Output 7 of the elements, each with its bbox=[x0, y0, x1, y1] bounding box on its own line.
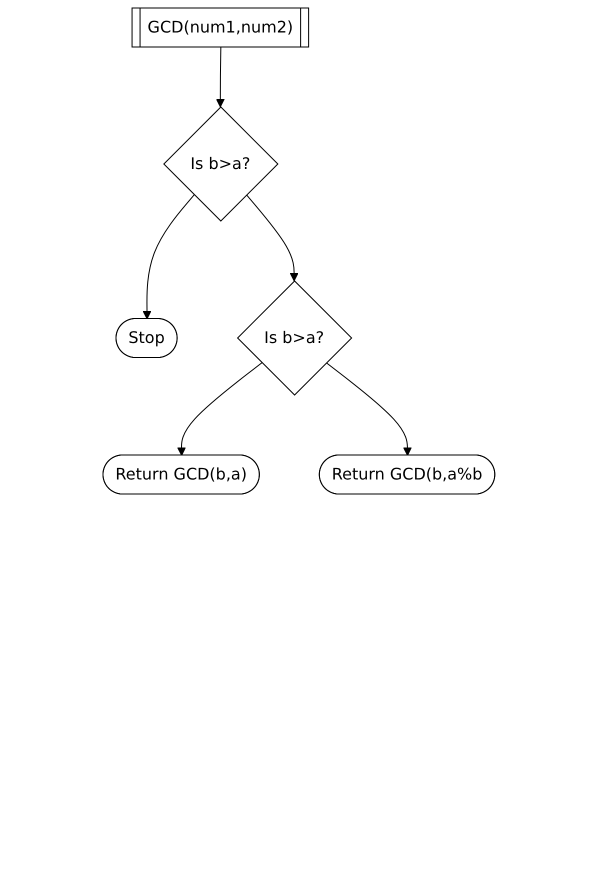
node-diamond: Is b>a? bbox=[162, 106, 278, 222]
node-diamond: Is b>a? bbox=[236, 280, 352, 396]
arrow bbox=[246, 194, 298, 282]
arrow bbox=[142, 194, 194, 320]
arrow bbox=[176, 362, 262, 456]
arrow bbox=[325, 362, 412, 456]
arrow bbox=[216, 47, 224, 108]
